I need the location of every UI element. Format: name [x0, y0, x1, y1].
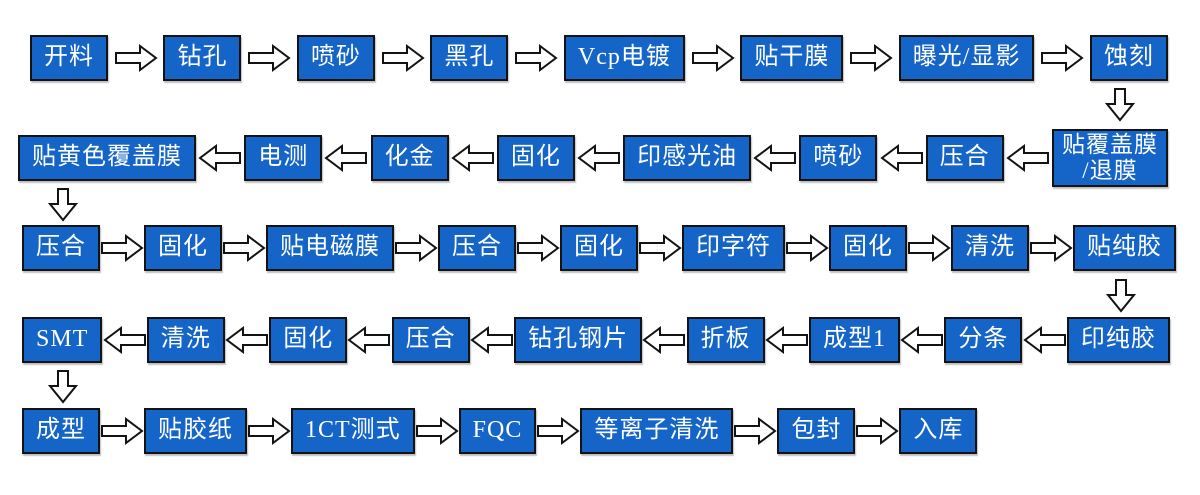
flow-arrow-left-icon: [324, 144, 368, 172]
flow-arrow-right-icon: [639, 234, 682, 262]
process-step: 蚀刻: [1089, 35, 1168, 81]
flow-arrow-right-icon: [691, 44, 735, 72]
process-step: 印字符: [682, 225, 785, 271]
flow-arrow-right-icon: [1030, 234, 1073, 262]
flow-arrow-right-icon: [223, 234, 266, 262]
process-step: 贴黄色覆盖膜: [18, 135, 196, 181]
process-step: 钻孔钢片: [514, 317, 643, 363]
process-step: 开料: [30, 35, 108, 81]
process-step: 电测: [244, 135, 323, 181]
flow-arrow-left-icon: [470, 326, 513, 354]
process-step: 固化: [269, 317, 348, 363]
flow-arrow-right-icon: [515, 44, 558, 72]
flow-arrow-right-icon: [415, 417, 459, 445]
process-step: 贴电磁膜: [266, 225, 394, 271]
flow-arrow-right-icon: [395, 234, 438, 262]
flow-arrow-left-icon: [1006, 144, 1049, 172]
process-step: SMT: [22, 317, 103, 363]
process-step: 固化: [829, 225, 907, 271]
flow-arrow-right-icon: [1041, 44, 1084, 72]
flow-arrow-left-icon: [577, 144, 620, 172]
process-step: 成型1: [808, 317, 900, 363]
process-step: 贴覆盖膜 /退膜: [1051, 129, 1168, 187]
flow-arrow-left-icon: [198, 144, 242, 172]
flow-arrow-left-icon: [102, 326, 146, 354]
flow-arrow-left-icon: [879, 144, 923, 172]
process-step: 化金: [370, 135, 449, 181]
process-step: Vcp电镀: [563, 35, 685, 81]
flow-row-5: 成型贴胶纸 1CT测式 FQC 等离子清洗包封入库: [22, 408, 978, 454]
flow-arrow-right-icon: [786, 234, 829, 262]
process-step: 喷砂: [296, 35, 375, 81]
process-step: FQC: [458, 408, 537, 454]
flow-arrow-left-icon: [1022, 326, 1066, 354]
flow-row-1: 开料 钻孔 喷砂 黑孔 Vcp电镀 贴干膜 曝光/显影 蚀刻: [30, 35, 1168, 81]
flow-arrow-right-icon: [734, 417, 778, 445]
flow-arrow-right-icon: [248, 44, 291, 72]
flow-arrow-right-icon: [537, 417, 581, 445]
flow-arrow-right-icon: [908, 234, 951, 262]
flow-arrow-left-icon: [642, 326, 686, 354]
flow-arrow-left-icon: [765, 326, 808, 354]
process-step: 清洗: [146, 317, 225, 363]
process-step: 贴胶纸: [144, 408, 247, 454]
flow-arrow-left-icon: [347, 326, 391, 354]
process-step: 固化: [144, 225, 222, 271]
flow-row-4: SMT 清洗固化压合钻孔钢片折板成型1 分条印纯胶: [22, 317, 1170, 363]
process-step: 印纯胶: [1066, 317, 1170, 363]
flow-arrow-right-icon: [517, 234, 560, 262]
process-step: 包封: [777, 408, 856, 454]
process-step: 分条: [944, 317, 1023, 363]
flow-arrow-right-icon: [850, 44, 893, 72]
flow-arrow-right-icon: [248, 417, 291, 445]
process-step: 压合: [438, 225, 516, 271]
process-step: 黑孔: [430, 35, 509, 81]
process-step: 压合: [925, 135, 1004, 181]
flow-arrow-right-icon: [101, 234, 144, 262]
flow-arrow-left-icon: [753, 144, 797, 172]
process-step: 喷砂: [799, 135, 878, 181]
process-step: 印感光油: [623, 135, 752, 181]
flow-arrow-left-icon: [451, 144, 494, 172]
flow-arrow-left-icon: [225, 326, 269, 354]
process-step: 贴纯胶: [1073, 225, 1176, 271]
process-step: 入库: [899, 408, 978, 454]
flow-arrow-left-icon: [900, 326, 944, 354]
process-step: 钻孔: [163, 35, 242, 81]
flow-arrow-down-icon: [1105, 88, 1135, 122]
process-step: 固化: [560, 225, 638, 271]
flow-arrow-right-icon: [114, 44, 158, 72]
process-step: 折板: [686, 317, 765, 363]
process-step: 1CT测式: [291, 408, 415, 454]
flow-arrow-down-icon: [48, 188, 78, 222]
process-step: 等离子清洗: [580, 408, 734, 454]
process-step: 曝光/显影: [898, 35, 1035, 81]
process-step: 固化: [496, 135, 575, 181]
process-step: 贴干膜: [740, 35, 844, 81]
flow-arrow-down-icon: [48, 370, 78, 404]
process-step: 成型: [22, 408, 100, 454]
process-step: 压合: [22, 225, 100, 271]
flow-arrow-right-icon: [381, 44, 425, 72]
process-step: 压合: [391, 317, 470, 363]
flow-row-2: 贴黄色覆盖膜 电测 化金 固化 印感光油 喷砂 压合 贴覆盖膜 /退膜: [18, 129, 1168, 187]
flow-arrow-right-icon: [856, 417, 900, 445]
process-step: 清洗: [951, 225, 1029, 271]
flow-arrow-right-icon: [101, 417, 144, 445]
flow-arrow-down-icon: [1106, 279, 1136, 313]
flow-row-3: 压合固化贴电磁膜压合固化印字符固化清洗贴纯胶: [22, 225, 1176, 271]
